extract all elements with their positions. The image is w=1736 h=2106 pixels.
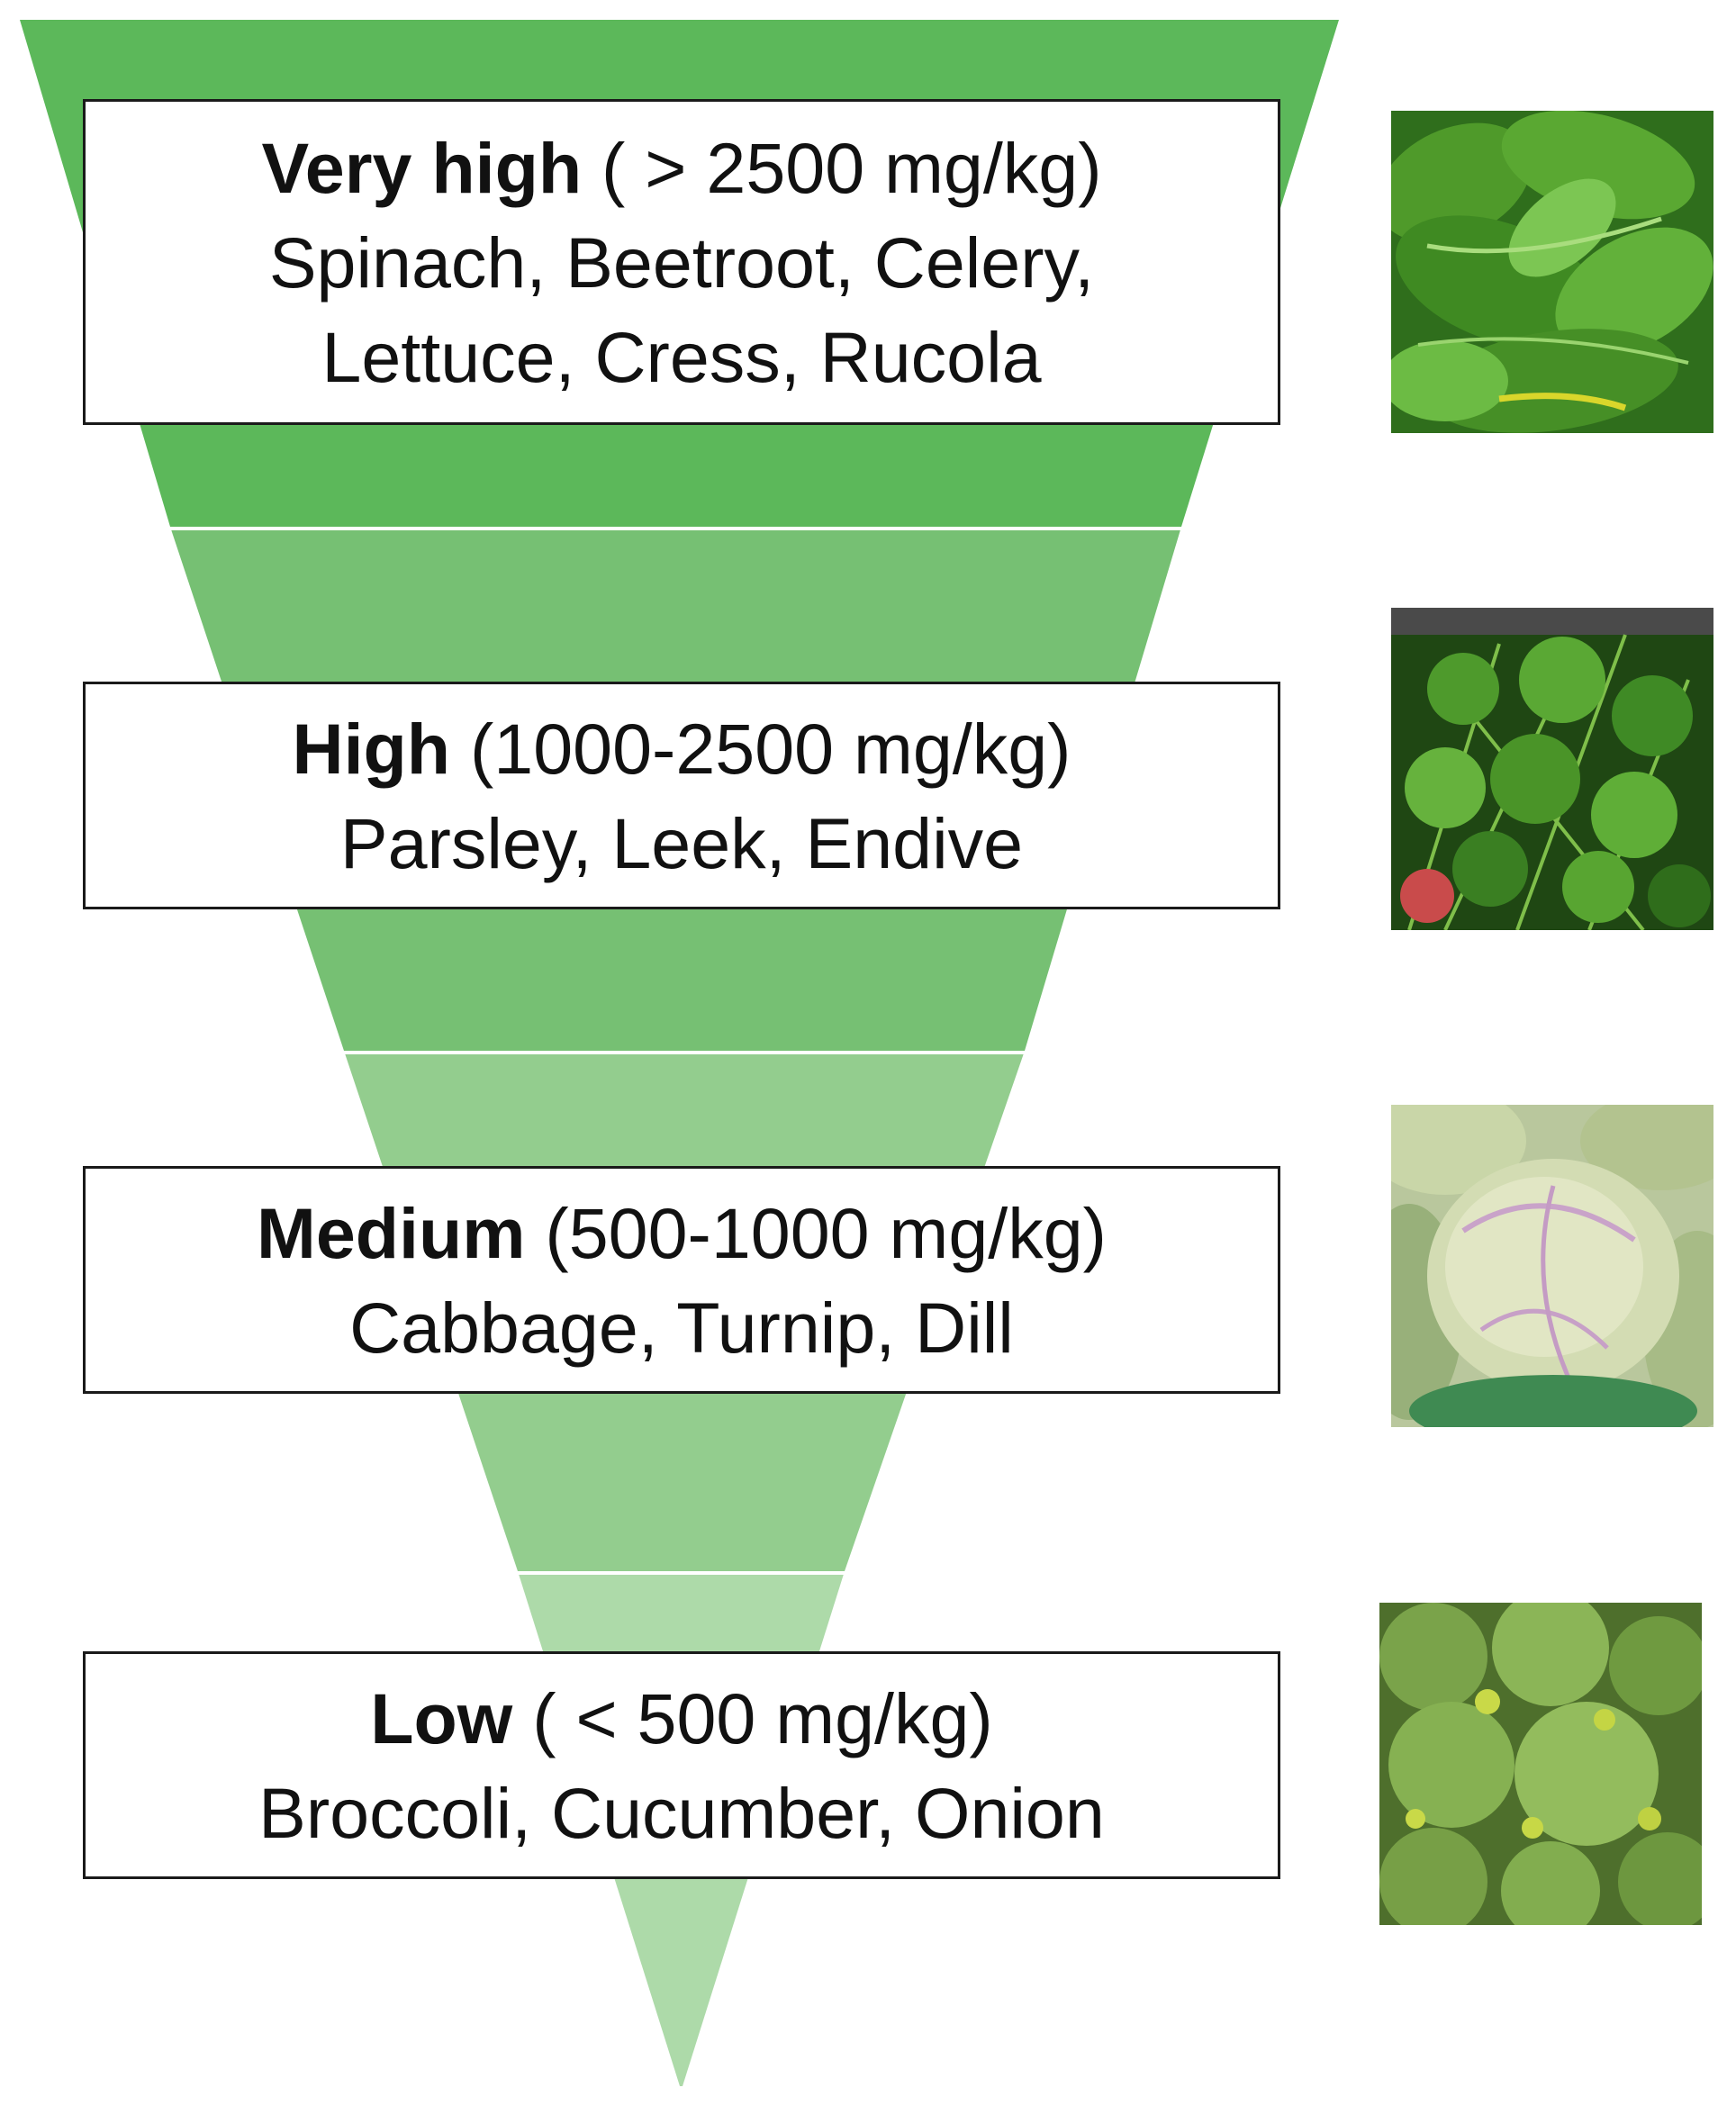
level-examples: Spinach, Beetroot, Celery, [268, 221, 1095, 303]
level-heading: Medium (500-1000 mg/kg) [257, 1186, 1107, 1280]
level-heading: Low ( < 500 mg/kg) [370, 1671, 992, 1766]
level-name: Medium [257, 1192, 526, 1273]
level-box-very-high: Very high ( > 2500 mg/kg) Spinach, Beetr… [83, 99, 1280, 425]
spinach-photo [1391, 111, 1713, 433]
level-name: Low [370, 1677, 513, 1758]
level-heading: Very high ( > 2500 mg/kg) [261, 121, 1101, 215]
level-range: (500-1000 mg/kg) [545, 1192, 1107, 1273]
level-examples: Cabbage, Turnip, Dill [349, 1287, 1014, 1368]
parsley-photo [1391, 608, 1713, 930]
level-box-high: High (1000-2500 mg/kg) Parsley, Leek, En… [83, 682, 1280, 909]
level-range: ( > 2500 mg/kg) [601, 127, 1102, 208]
level-name: Very high [261, 127, 583, 208]
level-range: ( < 500 mg/kg) [532, 1677, 993, 1758]
level-heading: High (1000-2500 mg/kg) [293, 701, 1071, 796]
level-examples: Lettuce, Cress, Rucola [321, 316, 1042, 397]
level-examples: Parsley, Leek, Endive [339, 802, 1024, 883]
broccoli-photo [1379, 1603, 1702, 1925]
level-box-medium: Medium (500-1000 mg/kg) Cabbage, Turnip,… [83, 1166, 1280, 1394]
level-examples: Broccoli, Cucumber, Onion [258, 1772, 1105, 1853]
level-box-low: Low ( < 500 mg/kg) Broccoli, Cucumber, O… [83, 1651, 1280, 1879]
level-name: High [292, 708, 451, 789]
cabbage-photo [1391, 1105, 1713, 1427]
level-range: (1000-2500 mg/kg) [469, 708, 1071, 789]
